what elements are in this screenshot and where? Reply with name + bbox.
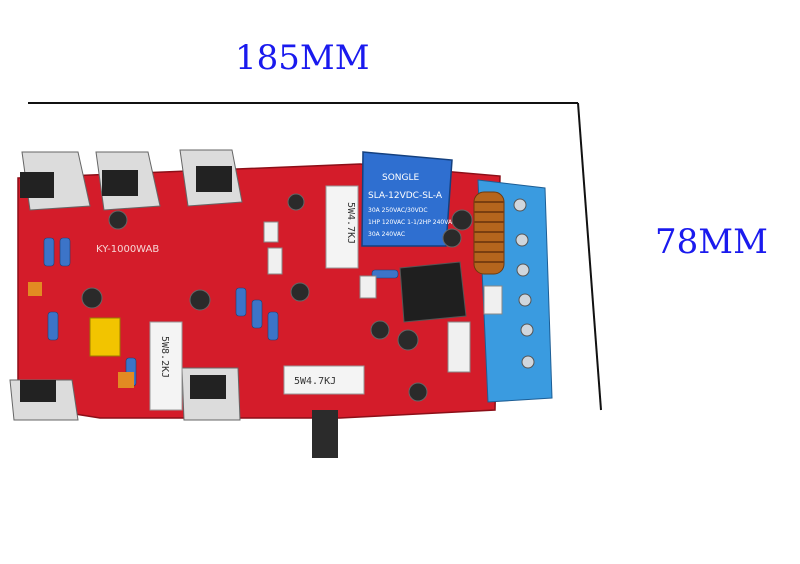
film-capacitor	[89, 317, 121, 357]
relay-model: SLA-12VDC-SL-A	[368, 191, 443, 201]
power-heatsink	[399, 261, 467, 323]
relay-rating-2: 1HP 120VAC 1-1/2HP 240VAC	[368, 219, 456, 226]
heatsinks-bottom	[9, 367, 241, 421]
power-resistors: 5W4.7KJ 5W8.2KJ 5W4.7KJ	[149, 185, 365, 411]
heatsinks-top	[20, 149, 243, 211]
relay: SONGLE SLA-12VDC-SL-A 30A 250VAC/30VDC 1…	[361, 151, 456, 247]
relay-rating-1: 30A 250VAC/30VDC	[368, 207, 428, 214]
relay-rating-3: 30A 240VAC	[368, 231, 405, 238]
resistor-left-label: 5W8.2KJ	[159, 336, 170, 378]
width-dimension-label: 185MM	[235, 38, 370, 78]
trimmer-potentiometers	[28, 282, 134, 388]
height-dimension-label: 78MM	[655, 222, 768, 262]
resistor-top-label: 5W4.7KJ	[345, 202, 356, 244]
silkscreen-model: KY-1000WAB	[96, 244, 159, 255]
height-dimension-line	[577, 102, 602, 411]
terminal-screws	[513, 198, 535, 369]
relay-brand: SONGLE	[382, 173, 420, 183]
resistor-bottom-label: 5W4.7KJ	[294, 376, 336, 387]
inductor-coil	[473, 191, 505, 275]
pin-headers	[263, 221, 503, 373]
electrolytic-capacitors	[81, 193, 473, 402]
bottom-transistor	[312, 410, 338, 458]
